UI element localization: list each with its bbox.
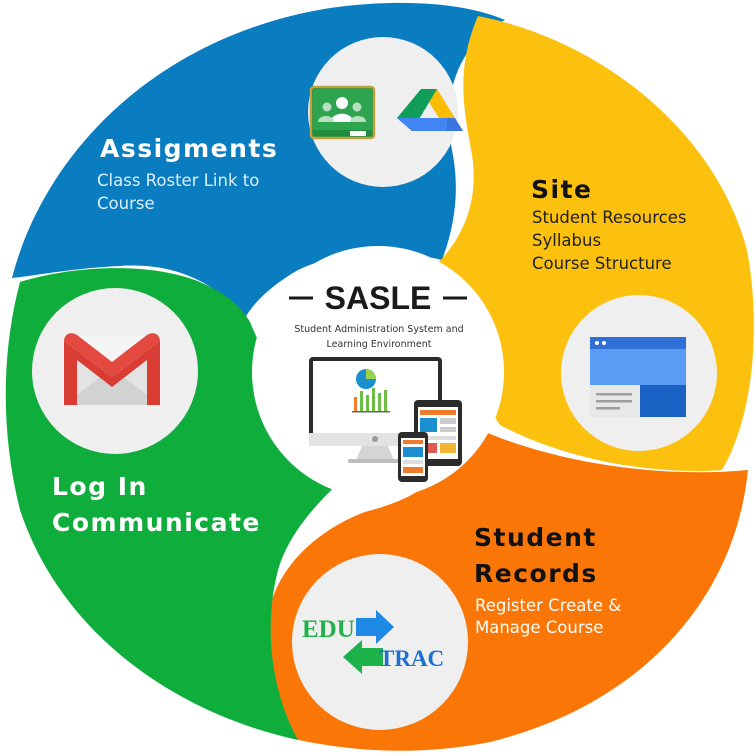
site-desc-line1: Student Resources [532,208,687,227]
log-in-title-line1: Log In [52,472,148,501]
edutrac-trac-text: TRAC [379,646,444,671]
edutrac-logo-icon: EDU TRAC [302,610,444,674]
student-records-desc-line2: Manage Course [475,618,604,637]
site-title: Site [531,175,593,204]
student-records-desc-line1: Register Create & [475,596,622,615]
student-records-title-line1: Student [474,523,597,552]
site-desc-line3: Course Structure [532,254,672,273]
center-title: SASLE [325,280,432,316]
edutrac-icon-circle [292,554,468,730]
arrow-left-icon [343,640,383,674]
assignments-title: Assigments [100,134,279,163]
student-records-title-line2: Records [474,559,598,588]
devices-illustration-icon [309,357,462,482]
log-in-title-line2: Communicate [52,508,261,537]
edutrac-edu-text: EDU [302,616,355,643]
assignments-desc-line1: Class Roster Link to [97,171,260,190]
center-subtitle-line2: Learning Environment [327,339,432,350]
site-desc-line2: Syllabus [532,231,602,250]
google-classroom-icon [309,85,376,140]
assignments-icon-circle [308,37,458,187]
center-subtitle-line1: Student Administration System and [294,324,463,335]
assignments-desc-line2: Course [97,194,155,213]
arrow-right-icon [356,610,394,644]
google-drive-icon [397,89,463,131]
gmail-icon [64,333,160,405]
google-sites-icon [590,337,686,417]
